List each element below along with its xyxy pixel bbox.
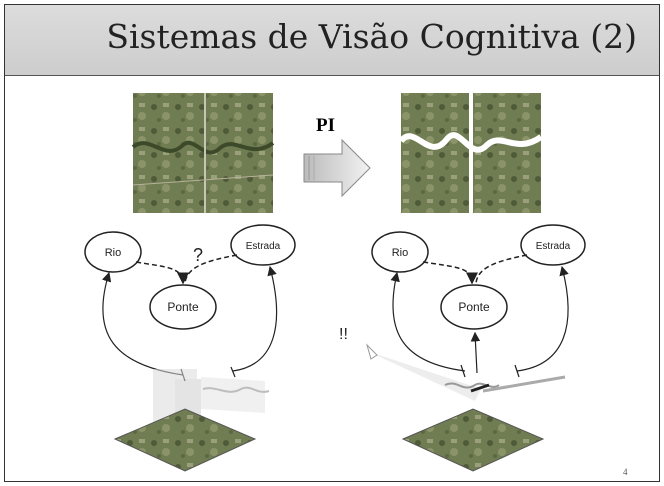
satellite-image-original [131, 93, 275, 213]
right-semantic-graph: Rio Estrada Ponte !! [339, 224, 586, 472]
right-ponte-label: Ponte [458, 300, 490, 314]
right-rio-evidence-edge [390, 271, 466, 372]
right-estrada-label: Estrada [536, 241, 571, 252]
right-ponte-node [440, 284, 508, 330]
slide: Sistemas de Visão Cognitiva (2) PI [4, 4, 660, 482]
left-estrada-to-ponte-edge [184, 254, 238, 284]
left-rio-to-ponte-edge [135, 261, 189, 285]
left-rio-node [84, 231, 142, 273]
right-rio-node [371, 231, 429, 273]
right-terrain-tile [401, 408, 545, 472]
right-estrada-node [520, 224, 586, 266]
right-detection-beam [367, 351, 481, 401]
satellite-image-processed [398, 93, 543, 213]
slide-title: Sistemas de Visão Cognitiva (2) [106, 17, 637, 56]
left-estrada-node [230, 224, 296, 266]
process-label: PI [316, 115, 335, 136]
left-estrada-label: Estrada [246, 241, 281, 252]
right-detection-mark: !! [339, 326, 348, 343]
right-rio-label: Rio [392, 247, 409, 259]
left-ponte-node [149, 284, 217, 330]
processing-arrow [303, 138, 371, 198]
left-ponte-label: Ponte [167, 300, 199, 314]
right-rio-to-ponte-edge [422, 261, 478, 285]
page-number: 4 [623, 467, 628, 477]
right-estrada-evidence-edge [516, 265, 569, 372]
right-estrada-to-ponte-edge [475, 254, 528, 284]
left-terrain-tile [113, 408, 257, 472]
left-query-mark: ? [193, 245, 203, 265]
title-bar: Sistemas de Visão Cognitiva (2) [5, 5, 659, 76]
diagram-canvas: Rio Estrada Ponte ? Rio [84, 93, 586, 472]
left-semantic-graph: Rio Estrada Ponte ? [84, 224, 296, 472]
left-rio-label: Rio [105, 247, 122, 259]
right-ponte-evidence-edge [470, 331, 481, 374]
left-estrada-evidence-edge [232, 265, 278, 372]
